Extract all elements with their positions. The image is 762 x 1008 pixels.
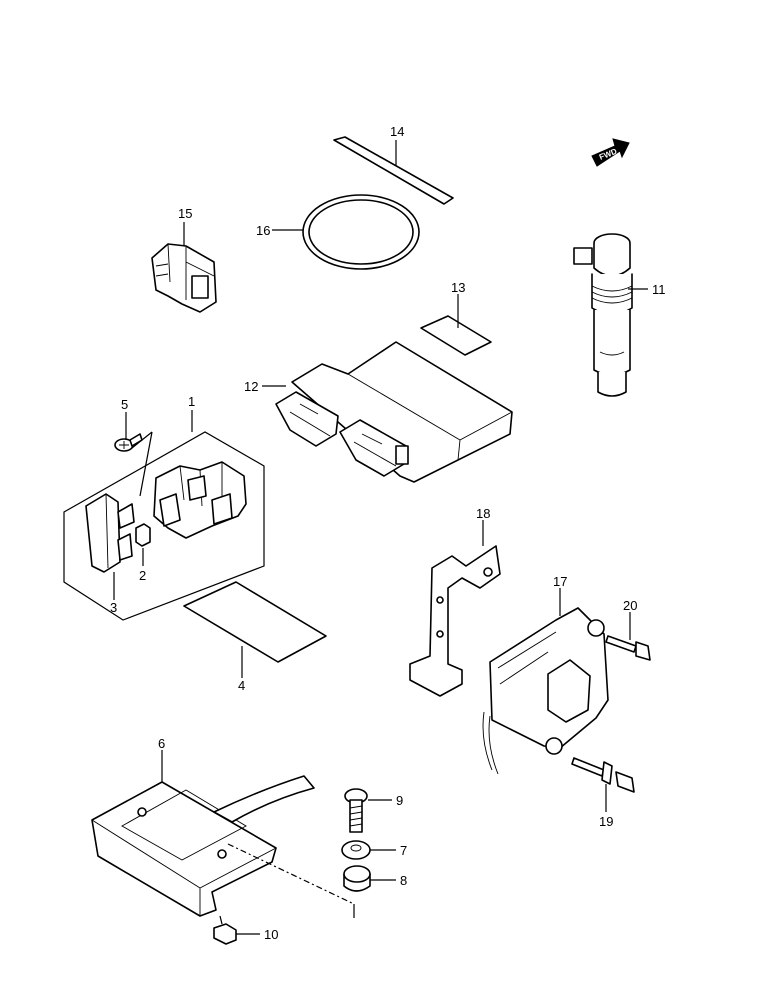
callout-14: 14 [390, 124, 404, 139]
part-9-bolt[interactable] [344, 788, 368, 833]
callout-4: 4 [238, 678, 245, 693]
callout-13: 13 [451, 280, 465, 295]
callout-16: 16 [256, 223, 270, 238]
callout-12: 12 [244, 379, 258, 394]
part-2-fuse[interactable] [135, 523, 151, 547]
callout-10: 10 [264, 927, 278, 942]
part-1-assembly-outline [63, 431, 265, 621]
part-20-bolt[interactable] [605, 635, 651, 661]
hardware-link [227, 843, 355, 918]
callout-5: 5 [121, 397, 128, 412]
part-4-pad[interactable] [183, 581, 327, 663]
callout-19: 19 [599, 814, 613, 829]
part-8-grommet[interactable] [343, 865, 371, 892]
callout-1: 1 [188, 394, 195, 409]
fwd-label: FWD [598, 147, 618, 162]
callout-15: 15 [178, 206, 192, 221]
callout-6: 6 [158, 736, 165, 751]
part-19-bolt[interactable] [571, 757, 635, 793]
callout-11: 11 [652, 282, 666, 297]
callout-9: 9 [396, 793, 403, 808]
callout-20: 20 [623, 598, 637, 613]
part-14-strip[interactable] [333, 136, 454, 205]
part-15-connector[interactable] [151, 243, 217, 313]
part-3-relay-cover[interactable] [85, 493, 135, 573]
part-6-regulator[interactable] [91, 775, 315, 917]
leader-lines [113, 140, 648, 935]
part-7-washer[interactable] [341, 840, 371, 860]
callout-2: 2 [139, 568, 146, 583]
part-12-ecu[interactable] [275, 341, 513, 483]
forward-arrow-icon: FWD [591, 138, 630, 167]
callout-7: 7 [400, 843, 407, 858]
callout-18: 18 [476, 506, 490, 521]
part-1-relay-box[interactable] [153, 461, 247, 539]
part-18-bracket[interactable] [409, 545, 501, 697]
callout-8: 8 [400, 873, 407, 888]
part-13-pad[interactable] [420, 315, 492, 356]
part-11-ignition-coil[interactable] [573, 233, 633, 397]
part-10-nut[interactable] [213, 923, 237, 945]
callout-3: 3 [110, 600, 117, 615]
part-16-ring[interactable] [302, 194, 420, 270]
part-17-sensor-module[interactable] [482, 607, 609, 775]
callout-17: 17 [553, 574, 567, 589]
